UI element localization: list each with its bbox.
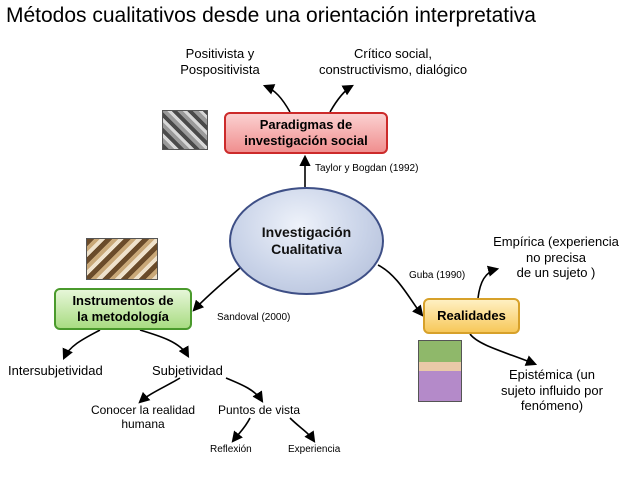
photo-group-people [162,110,208,150]
label-subjetividad: Subjetividad [152,363,223,378]
arrow-paradigm-critico [329,84,354,113]
photo-child [418,340,462,402]
arrow-instruments-intersubjetividad [62,329,101,361]
photo-classroom [86,238,158,280]
arrow-puntos-experiencia [289,417,316,443]
arrow-center-realities [377,264,424,317]
arrow-puntos-reflexion [231,417,251,443]
label-critico: Crítico social,constructivismo, dialógic… [318,46,468,77]
label-sandoval: Sandoval (2000) [217,312,291,323]
label-taylor-bogdan: Taylor y Bogdan (1992) [315,163,419,174]
page-title: Métodos cualitativos desde una orientaci… [6,4,536,27]
label-guba: Guba (1990) [409,270,466,281]
arrow-paradigm-positivista [262,84,291,113]
node-realidades: Realidades [423,298,520,334]
arrow-instruments-subjetividad [139,329,190,358]
label-intersubjetividad: Intersubjetividad [8,363,103,378]
label-puntos-de-vista: Puntos de vista [218,403,301,417]
label-reflexion: Reflexión [210,444,252,455]
arrow-subjetividad-conocer [138,377,181,404]
arrow-center-instruments [192,267,241,312]
arrow-realities-epistemica [469,333,538,366]
arrow-realities-empirica [477,265,500,299]
label-experiencia: Experiencia [288,444,341,455]
arrow-subjetividad-puntos [225,377,264,403]
